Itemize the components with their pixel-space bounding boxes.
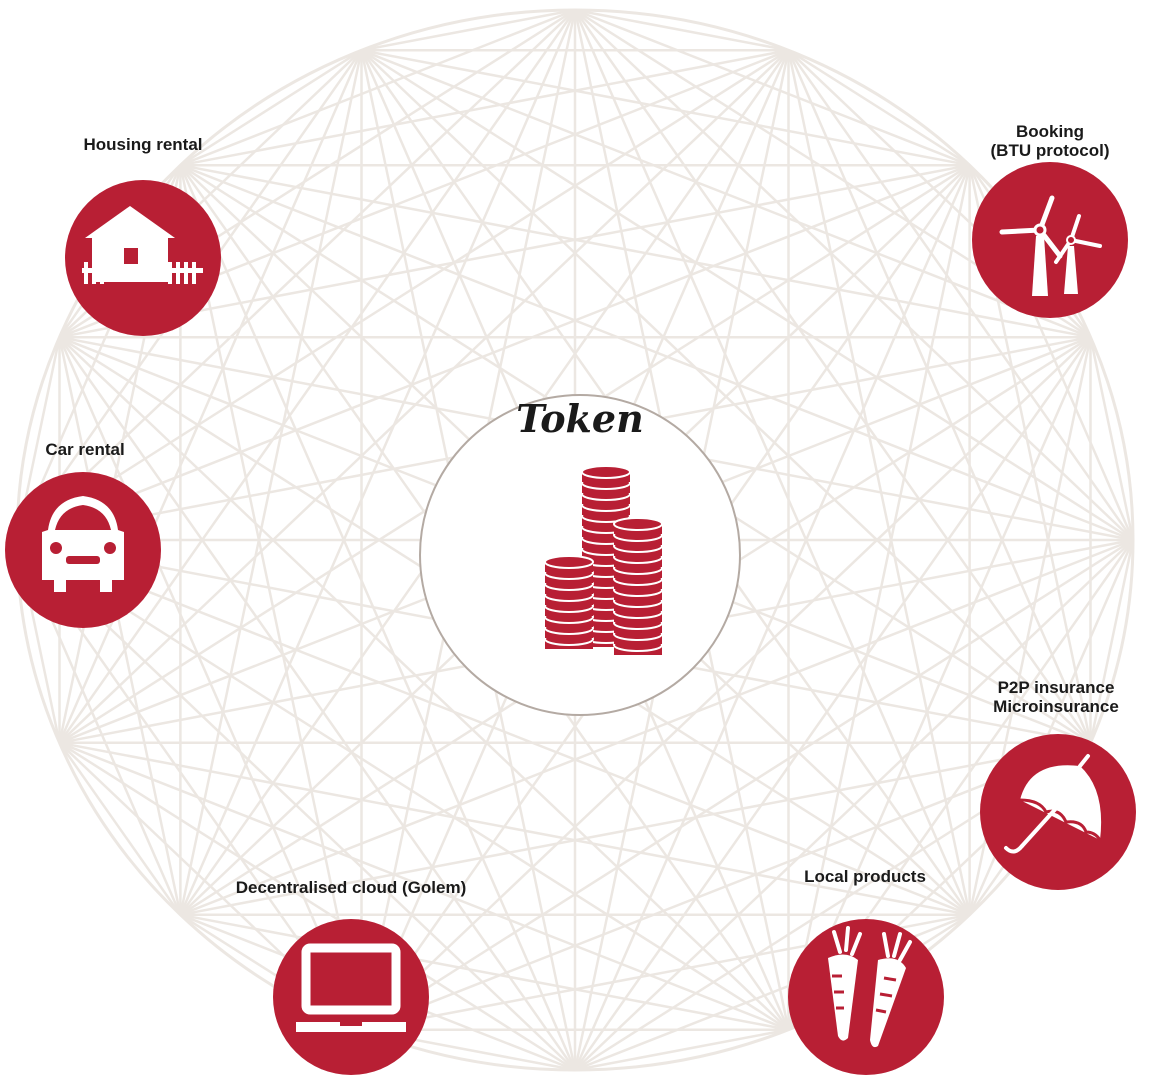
node-p2p-insurance: [980, 734, 1136, 890]
node-label-local-products: Local products: [804, 867, 926, 886]
mesh-line: [58, 336, 577, 1071]
mesh-line: [360, 49, 1134, 542]
mesh-line: [58, 336, 363, 1031]
mesh-line: [58, 49, 363, 744]
node-booking: [972, 162, 1128, 318]
node-local-products: [788, 919, 944, 1075]
car-icon: [42, 496, 124, 592]
node-label-car-rental: Car rental: [45, 440, 125, 459]
mesh-line: [1089, 336, 1135, 541]
umbrella-icon: [1004, 754, 1102, 854]
node-label-booking: Booking (BTU protocol): [990, 122, 1110, 160]
mesh-line: [787, 49, 1135, 541]
node-decentralised-cloud: [273, 919, 429, 1075]
mesh-line: [574, 8, 789, 52]
mesh-line: [574, 1028, 789, 1072]
mesh-line: [180, 913, 789, 1031]
laptop-icon: [296, 943, 406, 1032]
mesh-line: [16, 538, 790, 1031]
mesh-line: [361, 8, 576, 52]
mesh-line: [180, 49, 789, 167]
mesh-line: [179, 49, 363, 167]
node-housing-rental: [65, 180, 221, 336]
token-title: Token: [516, 396, 644, 441]
mesh-line: [1089, 539, 1135, 744]
node-label-p2p-insurance: P2P insurance Microinsurance: [993, 678, 1119, 716]
node-label-housing-rental: Housing rental: [83, 135, 203, 154]
node-label-decentralised-cloud: Decentralised cloud (Golem): [235, 878, 467, 897]
carrot-icon: [828, 926, 912, 1048]
wind-turbine-icon: [999, 195, 1102, 296]
mesh-line: [361, 49, 970, 167]
mesh-line: [58, 336, 182, 916]
house-icon: [82, 206, 203, 284]
mesh-line: [179, 164, 1134, 542]
mesh-line: [787, 49, 971, 167]
mesh-line: [179, 164, 363, 1030]
node-car-rental: [5, 472, 161, 628]
mesh-line: [179, 50, 363, 916]
mesh-line: [58, 741, 576, 1072]
mesh-line: [361, 49, 1091, 339]
coin-stacks-icon: [544, 465, 663, 655]
mesh-line: [58, 742, 182, 916]
mesh-line: [360, 49, 1092, 744]
